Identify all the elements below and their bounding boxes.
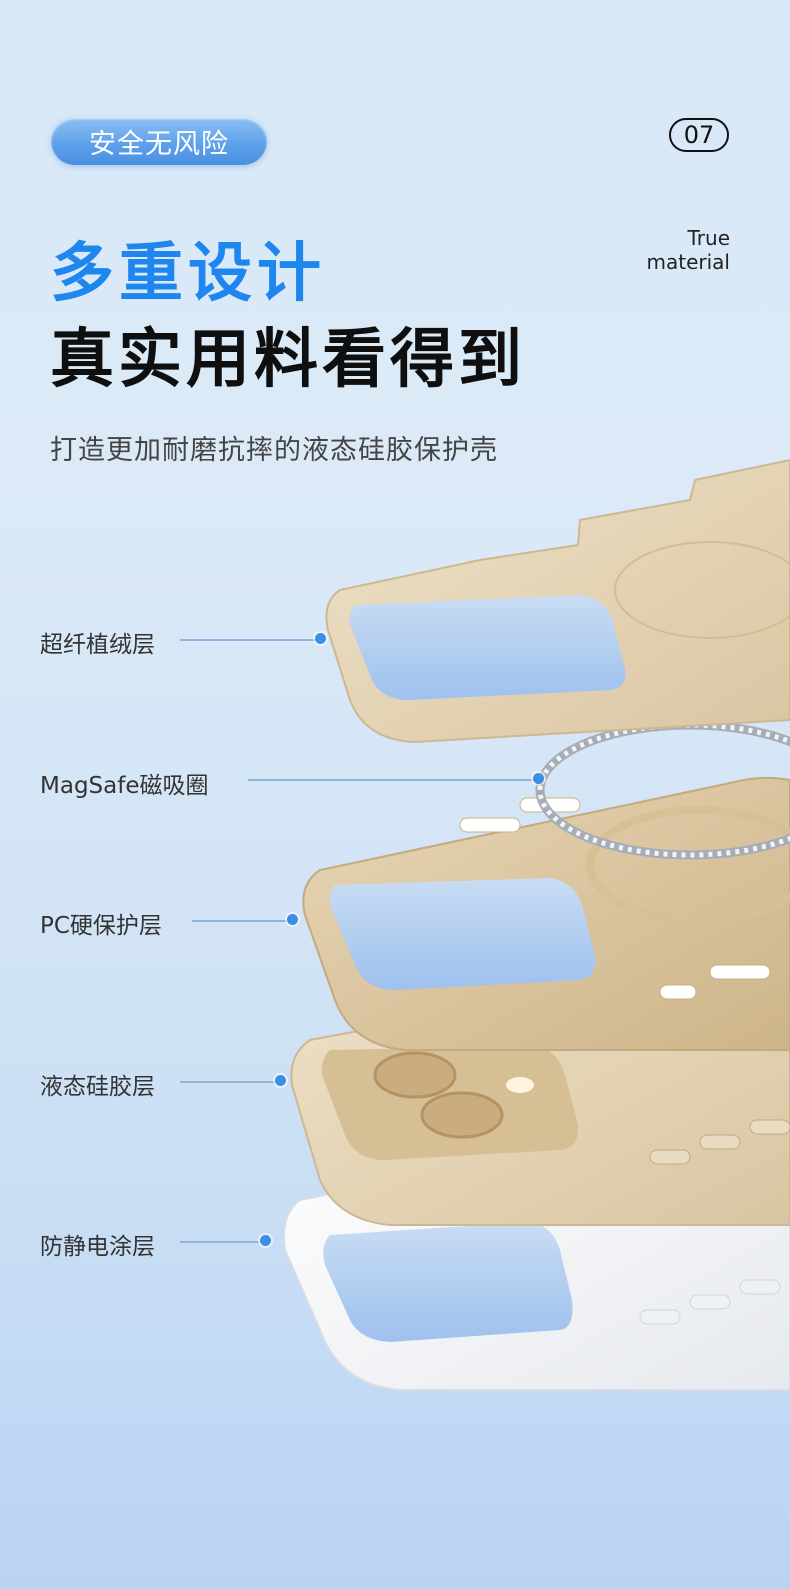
layer-label-silicone: 液态硅胶层 xyxy=(40,1074,155,1100)
leader-dot-microfiber xyxy=(315,633,326,644)
microfiber-layer-shape xyxy=(325,458,790,744)
headline-blue: 多重设计 xyxy=(50,237,326,311)
subtitle: 打造更加耐磨抗摔的液态硅胶保护壳 xyxy=(50,435,498,466)
layer-label-magsafe: MagSafe磁吸圈 xyxy=(40,773,209,799)
leader-line-antistatic xyxy=(180,1241,265,1243)
leader-line-silicone xyxy=(180,1081,280,1083)
layer-label-antistatic: 防静电涂层 xyxy=(40,1234,155,1260)
page-number: 07 xyxy=(669,118,729,152)
leader-line-magsafe xyxy=(248,779,538,781)
layer-label-pc: PC硬保护层 xyxy=(40,913,162,939)
pc-hard-layer-shape xyxy=(302,776,790,1051)
headline-black: 真实用料看得到 xyxy=(50,323,526,397)
leader-line-microfiber xyxy=(180,639,320,641)
leader-dot-antistatic xyxy=(260,1235,271,1246)
layer-label-microfiber: 超纤植绒层 xyxy=(40,632,155,658)
english-tag-line1: True xyxy=(687,226,730,250)
leader-dot-silicone xyxy=(275,1075,286,1086)
leader-line-pc xyxy=(192,920,292,922)
english-tag-line2: material xyxy=(646,250,730,274)
safety-badge: 安全无风险 xyxy=(51,117,267,165)
leader-dot-magsafe xyxy=(533,773,544,784)
leader-dot-pc xyxy=(287,914,298,925)
